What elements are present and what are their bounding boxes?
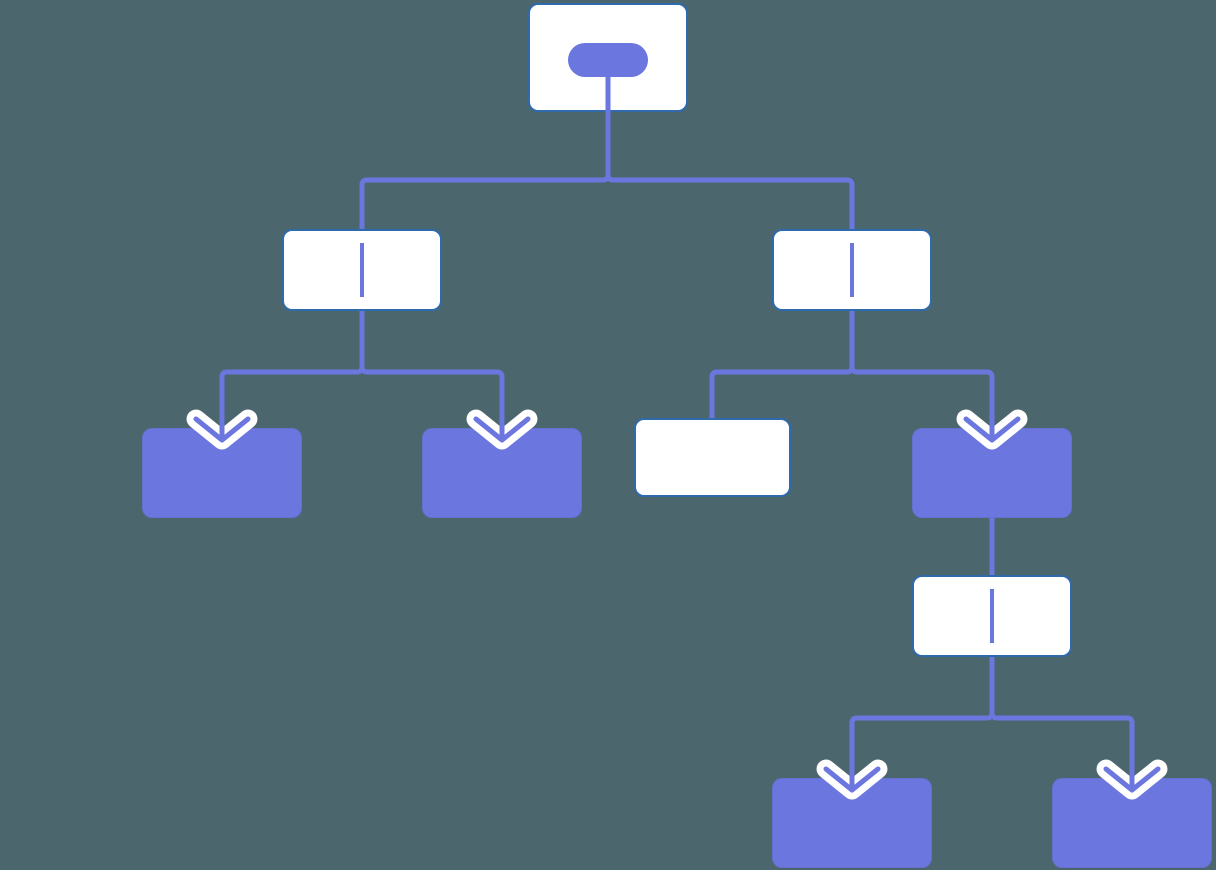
node-l3d[interactable] bbox=[912, 428, 1072, 518]
edge bbox=[359, 311, 505, 418]
node-l3b[interactable] bbox=[422, 428, 582, 518]
node-root-pill[interactable] bbox=[568, 43, 648, 77]
node-l5b[interactable] bbox=[1052, 778, 1212, 868]
node-l4a[interactable] bbox=[912, 575, 1072, 657]
node-l3c[interactable] bbox=[634, 418, 791, 497]
node-l5a[interactable] bbox=[772, 778, 932, 868]
edge bbox=[989, 657, 1135, 768]
node-l2a[interactable] bbox=[282, 229, 442, 311]
edges-group bbox=[219, 112, 1135, 768]
edge bbox=[605, 112, 855, 229]
edge bbox=[849, 311, 995, 418]
node-l3a[interactable] bbox=[142, 428, 302, 518]
node-l2b[interactable] bbox=[772, 229, 932, 311]
